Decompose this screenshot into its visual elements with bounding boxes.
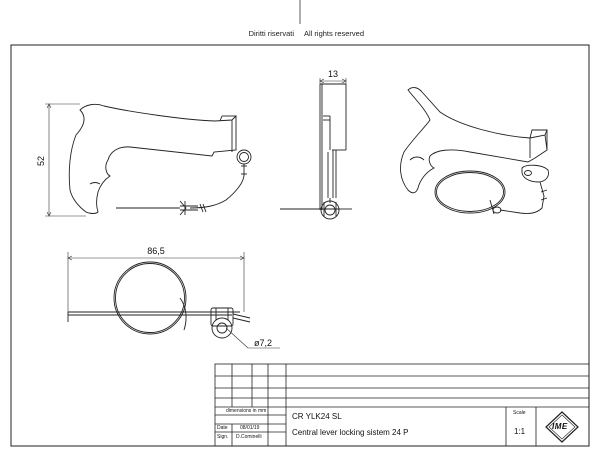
rights-header: Diritti riservati All rights reserved [0,29,600,43]
date-label: Date [217,425,228,431]
dimensions-note: dimensions in mm [226,408,267,414]
company-logo [545,411,579,443]
side-profile-view [68,103,252,216]
rights-english: All rights reserved [304,29,365,38]
height-dimension [45,103,86,217]
dim-height-label: 52 [36,156,46,166]
logo-text: IME [552,422,568,431]
rights-italian: Diritti riservati [248,29,294,38]
depth-dimension [319,78,347,84]
dim-diameter-label: ø7,2 [254,338,272,348]
date-value: 08/01/19 [240,425,260,431]
drawing-description: Central lever locking sistem 24 P [292,428,409,437]
title-block-grid [214,363,590,447]
scale-value: 1:1 [514,427,526,436]
dim-depth-label: 13 [328,69,338,79]
dim-width-label: 86,5 [147,246,165,256]
drawing-code: CR YLK24 SL [292,412,342,421]
drawing-frame [10,44,590,447]
sign-value: D.Cominelli [236,434,262,440]
diameter-leader [225,327,280,349]
sign-label: Sign. [217,434,229,440]
width-dimension [67,252,245,312]
isometric-view [400,87,549,215]
end-view [280,83,352,220]
scale-label: Scale [513,410,526,416]
front-view [67,261,251,339]
